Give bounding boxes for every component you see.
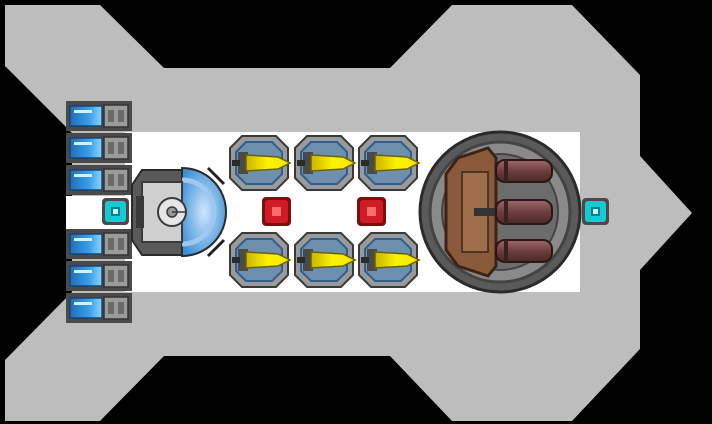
- side-cell[interactable]: [66, 165, 132, 195]
- turret[interactable]: [229, 135, 292, 191]
- side-cell[interactable]: [66, 293, 132, 323]
- turret[interactable]: [229, 232, 292, 288]
- turret[interactable]: [358, 135, 421, 191]
- turret[interactable]: [294, 135, 357, 191]
- red-node-left[interactable]: [262, 197, 291, 226]
- cannon-barrel-3: [495, 239, 553, 263]
- cannon-barrel-1: [495, 159, 553, 183]
- cyan-node-right[interactable]: [582, 198, 609, 225]
- turret[interactable]: [294, 232, 357, 288]
- main-cannon[interactable]: [418, 130, 582, 294]
- side-cell[interactable]: [66, 261, 132, 291]
- turret[interactable]: [358, 232, 421, 288]
- cyan-node-left[interactable]: [102, 198, 129, 225]
- turret-grid: [229, 135, 421, 288]
- side-cell[interactable]: [66, 133, 132, 163]
- side-cell-column: [66, 101, 132, 323]
- cannon-barrel-2: [495, 199, 553, 225]
- side-cell[interactable]: [66, 229, 132, 259]
- side-cell[interactable]: [66, 101, 132, 131]
- red-node-right[interactable]: [357, 197, 386, 226]
- shield-generator[interactable]: [131, 166, 227, 258]
